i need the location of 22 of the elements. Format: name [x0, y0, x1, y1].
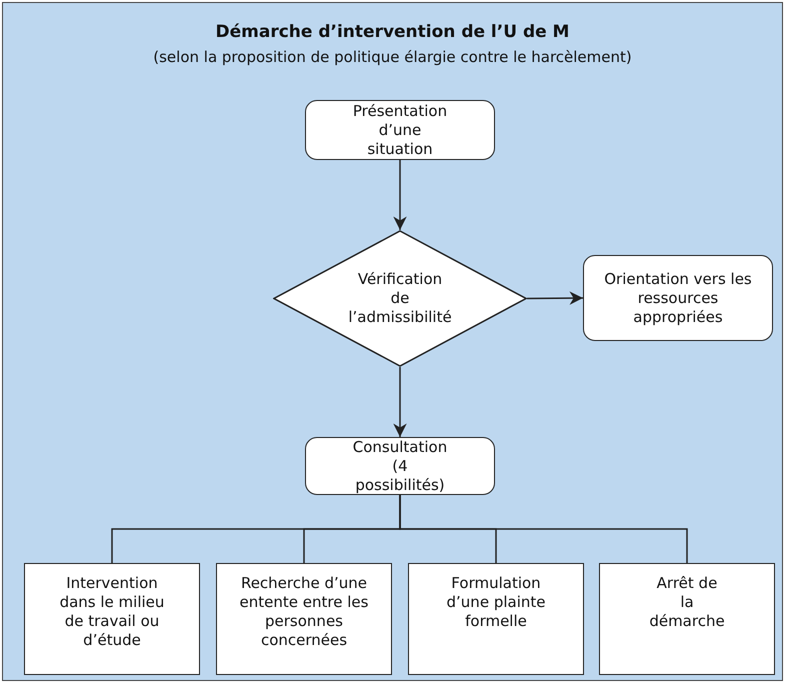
outcome-box: [408, 563, 584, 675]
node-text: Vérification de l’admissibilité: [348, 270, 452, 327]
arrow: [393, 367, 407, 437]
node-text: Recherche d’une entente entre les personnes concernées: [238, 574, 370, 650]
node-text: Intervention dans le milieu de travail ou d’étude: [58, 574, 166, 650]
process-box: [305, 437, 495, 495]
arrow: [527, 291, 583, 305]
node-text: Orientation vers les ressources appropriées: [603, 270, 753, 326]
outcome-box: [24, 563, 200, 675]
node-text: Présentation d’une situation: [352, 102, 448, 158]
node-text: Formulation d’une plainte formelle: [446, 574, 546, 631]
outcome-box: [216, 563, 392, 675]
node-text: Arrêt de la démarche: [649, 574, 725, 631]
diagram-title: Démarche d’intervention de l’U de M: [214, 22, 570, 42]
subtitle: (selon la proposition de politique élargie contre le harcèlement): [152, 48, 633, 66]
connector-line: [399, 495, 688, 563]
node-text: Consultation (4 possibilités): [352, 438, 448, 494]
process-box: [583, 255, 773, 341]
process-box: [305, 100, 495, 160]
outcome-box: [599, 563, 775, 675]
arrow: [393, 160, 407, 230]
decision-diamond: [273, 230, 527, 367]
